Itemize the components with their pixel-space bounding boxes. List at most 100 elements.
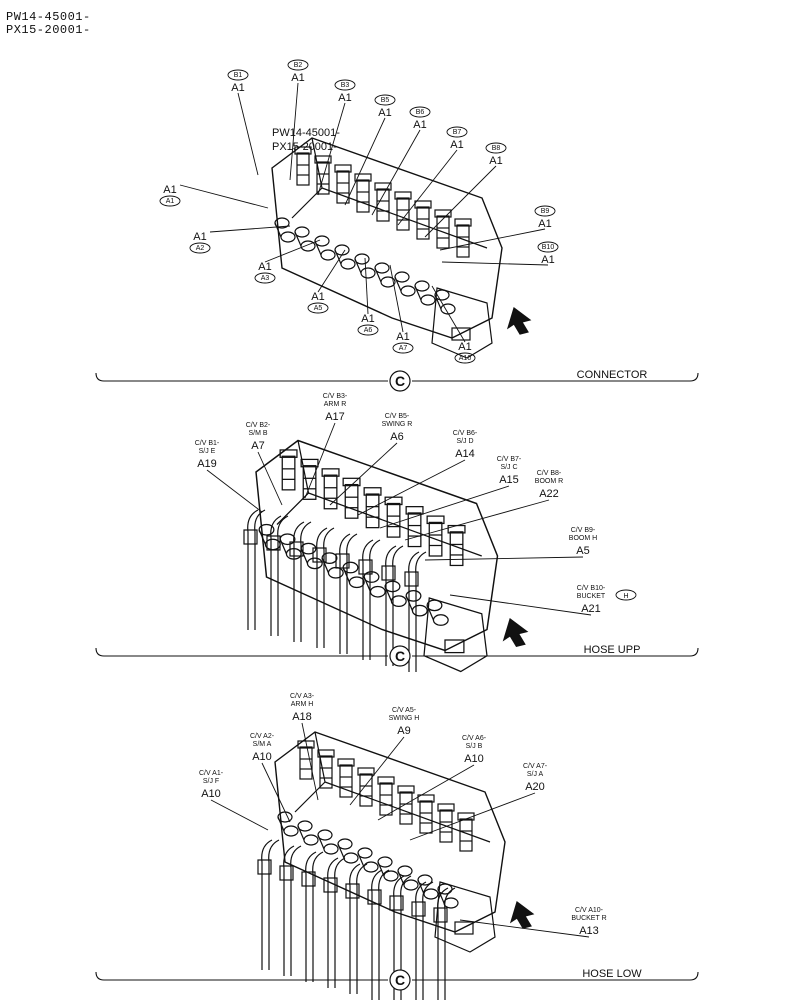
callout-code-B3: A1 <box>338 92 351 104</box>
callout-code-A2: A1 <box>193 231 206 243</box>
callout-code-A3: A1 <box>258 261 271 273</box>
hose-low-leader-2 <box>261 762 291 823</box>
hose-upp-code-8: A5 <box>576 545 589 557</box>
hose-low-label-line1-3: C/V A3- <box>290 693 315 700</box>
hose-low-code-2: A10 <box>252 751 272 763</box>
callout-bubble-B6 <box>409 106 431 118</box>
leader-line-A7 <box>389 264 404 333</box>
hose-upp-label-line2-7: BOOM R <box>535 478 563 485</box>
hose-upp-leader-9 <box>449 594 592 616</box>
hose-low-code-3: A18 <box>292 711 312 723</box>
callout-code-A7: A1 <box>396 331 409 343</box>
callout-code-B1: A1 <box>231 82 244 94</box>
callout-bubble-label-B10: B10 <box>542 244 555 251</box>
section-title-2: HOSE UPP <box>584 644 641 656</box>
leader-line-B6 <box>371 129 421 216</box>
leader-line-A6 <box>364 257 369 315</box>
hose-low-label-line1-6: C/V A7- <box>523 763 548 770</box>
hose-low-label-line2-3: ARM H <box>291 701 314 708</box>
hose-low-label-line2-1: S/J F <box>203 778 219 785</box>
hose-low-leader-1 <box>210 799 269 831</box>
hose-low-code-5: A10 <box>464 753 484 765</box>
hose-upp-label-line2-4: SWING R <box>382 421 413 428</box>
hose-upp-label-line1-7: C/V B8- <box>537 470 562 477</box>
callout-bubble-A1 <box>159 195 181 207</box>
callout-bubble-A3 <box>254 272 276 284</box>
callout-bubble-A2 <box>189 242 211 254</box>
overlay-stamp-line-2: PX15-20001- <box>272 141 337 153</box>
hose-upp-circle-label: H <box>623 593 628 600</box>
hose-low-label-line2-2: S/M A <box>253 741 272 748</box>
callout-bubble-label-A3: A3 <box>261 275 270 282</box>
callout-bubble-B10 <box>537 241 559 253</box>
hose-low-leader-7 <box>459 919 590 938</box>
hose-upp-code-1: A19 <box>197 458 217 470</box>
hose-low-code-1: A10 <box>201 788 221 800</box>
hose-upp-leader-6 <box>379 485 510 529</box>
hose-low-leader-4 <box>349 736 405 806</box>
hose-low-code-4: A9 <box>397 725 410 737</box>
callout-code-B10: A1 <box>541 254 554 266</box>
leader-line-B3 <box>317 102 346 196</box>
section-marker-circle-2 <box>389 645 411 667</box>
leader-line-B7 <box>397 149 458 226</box>
callout-bubble-B3 <box>334 79 356 91</box>
hose-low-label-line1-1: C/V A1- <box>199 770 224 777</box>
callout-bubble-label-A10: A10 <box>459 355 472 362</box>
leader-line-A2 <box>209 225 291 233</box>
leader-line-B1 <box>237 92 259 176</box>
hose-low-label-line2-4: SWING H <box>389 715 420 722</box>
callout-bubble-label-B6: B6 <box>416 109 425 116</box>
section-title-3: HOSE LOW <box>582 968 642 980</box>
leader-line-B2 <box>289 82 299 181</box>
hose-low-leader-3 <box>301 722 319 801</box>
callout-bubble-A6 <box>357 324 379 336</box>
callout-code-B6: A1 <box>413 119 426 131</box>
hose-upp-label-line1-3: C/V B3- <box>323 393 348 400</box>
section-marker-1: C <box>395 373 405 389</box>
hose-upp-label-line1-9: C/V B10- <box>577 585 606 592</box>
serial-line-2: PX15-20001- <box>6 23 91 37</box>
callout-bubble-B9 <box>534 205 556 217</box>
leader-line-B10 <box>441 261 549 266</box>
hose-upp-code-6: A15 <box>499 474 519 486</box>
hose-upp-leader-3 <box>304 422 336 499</box>
section-marker-circle-3 <box>389 969 411 991</box>
callout-bubble-label-A2: A2 <box>196 245 205 252</box>
hose-upp-leader-5 <box>357 459 466 516</box>
serial-line-1: PW14-45001- <box>6 10 91 24</box>
callout-bubble-label-B5: B5 <box>381 97 390 104</box>
callout-code-B9: A1 <box>538 218 551 230</box>
hose-upp-code-3: A17 <box>325 411 345 423</box>
hose-upp-code-2: A7 <box>251 440 264 452</box>
callout-bubble-A5 <box>307 302 329 314</box>
hose-upp-label-line1-5: C/V B6- <box>453 430 478 437</box>
section-marker-circle-1 <box>389 370 411 392</box>
callout-bubble-label-A5: A5 <box>314 305 323 312</box>
callout-bubble-label-B8: B8 <box>492 145 501 152</box>
callout-code-A1: A1 <box>163 184 176 196</box>
hose-upp-label-line2-6: S/J C <box>500 464 517 471</box>
hose-upp-leader-7 <box>404 499 550 541</box>
valve-bank-drawing-3 <box>274 731 535 953</box>
hose-upp-code-7: A22 <box>539 488 559 500</box>
hose-group-2 <box>243 509 427 672</box>
hose-low-label-line1-4: C/V A5- <box>392 707 417 714</box>
leader-line-B5 <box>344 117 386 206</box>
callout-bubble-B1 <box>227 69 249 81</box>
hose-upp-label-line2-5: S/J D <box>456 438 473 445</box>
hose-low-label-line2-5: S/J B <box>466 743 483 750</box>
callout-bubble-B2 <box>287 59 309 71</box>
hose-low-leader-6 <box>409 792 536 841</box>
hose-group-3 <box>257 839 456 1000</box>
callout-bubble-A7 <box>392 342 414 354</box>
hose-upp-label-line2-9: BUCKET <box>577 593 606 600</box>
leader-line-A5 <box>317 249 346 293</box>
callout-bubble-label-B1: B1 <box>234 72 243 79</box>
hose-low-label-line1-7: C/V A10- <box>575 907 604 914</box>
hose-upp-label-line2-2: S/M B <box>248 430 267 437</box>
hose-upp-label-line1-4: C/V B5- <box>385 413 410 420</box>
